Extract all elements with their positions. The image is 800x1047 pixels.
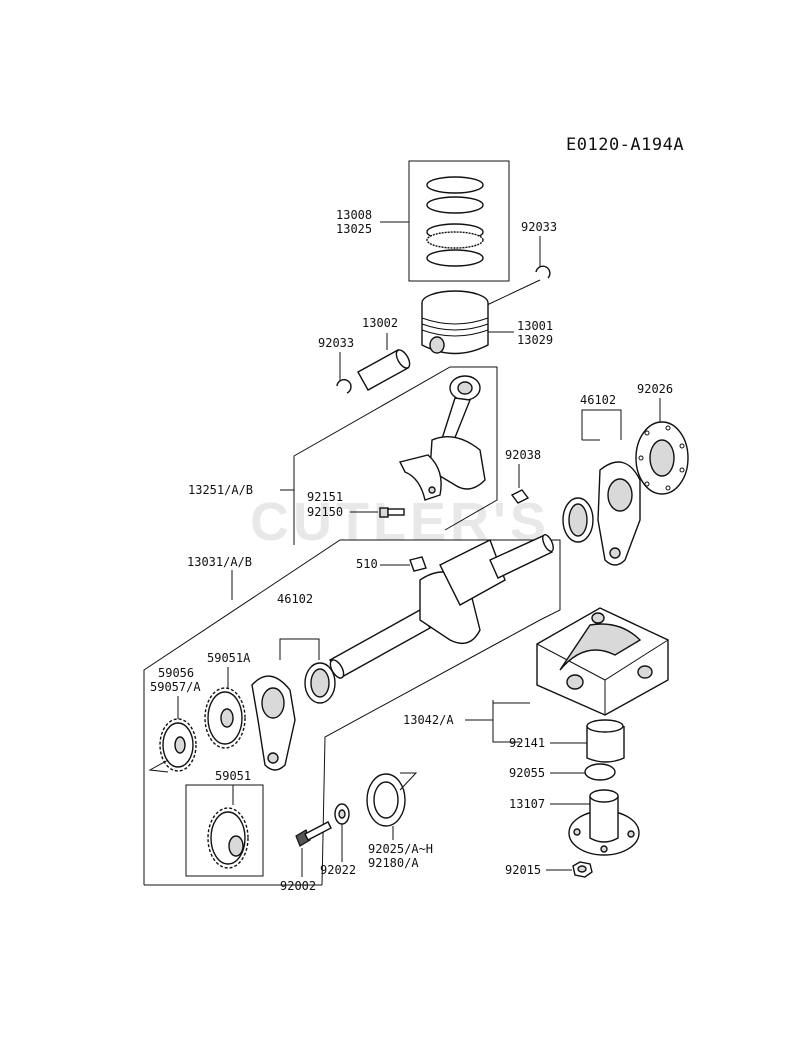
circlip-lower-icon [336, 378, 352, 394]
piston-icon [421, 290, 489, 355]
bushing-92141-icon [586, 719, 625, 763]
connecting-rod-icon [398, 375, 486, 501]
shim-92025-icon [366, 773, 406, 827]
flange-13107-icon [568, 789, 640, 856]
bearing-lower-icon [304, 662, 336, 704]
bolt-92002-icon [295, 821, 332, 847]
gear-59051-box [185, 784, 264, 877]
gear-59057-icon [159, 718, 197, 772]
piston-rings-group: 13008 13025 [336, 160, 510, 282]
diagram-code: E0120-A194A [566, 135, 684, 155]
label-13107: 13107 [509, 797, 545, 811]
label-92033-lower: 92033 [318, 336, 354, 350]
label-92151: 92151 [307, 490, 343, 504]
watermark-text: CUTLER'S [250, 492, 550, 552]
label-13031: 13031/A/B [187, 555, 252, 569]
label-13002: 13002 [362, 316, 398, 330]
label-92141: 92141 [509, 736, 545, 750]
label-46102-lower: 46102 [277, 592, 313, 606]
label-92025: 92025/A~H [368, 842, 433, 856]
label-13029: 13029 [517, 333, 553, 347]
label-13025: 13025 [336, 222, 372, 236]
label-13251: 13251/A/B [188, 483, 253, 497]
label-59056: 59056 [158, 666, 194, 680]
bearing-housing-icon [536, 607, 669, 716]
label-92180: 92180/A [368, 856, 419, 870]
key-510-icon [409, 556, 427, 572]
balancer-weight-upper-icon [597, 461, 641, 566]
connecting-rod-group: 13251/A/B 92151 92150 [188, 366, 498, 545]
label-59051: 59051 [215, 769, 251, 783]
rings-box [408, 160, 510, 282]
gear-59051-icon [207, 807, 249, 869]
label-46102-upper: 46102 [580, 393, 616, 407]
thrust-washer-icon [635, 421, 689, 495]
o-ring-92055-icon [584, 763, 616, 781]
label-59057: 59057/A [150, 680, 201, 694]
crankshaft-icon [329, 533, 554, 679]
label-59051a: 59051A [207, 651, 251, 665]
label-92026: 92026 [637, 382, 673, 396]
piston-rings-icon [426, 176, 484, 267]
label-92002: 92002 [280, 879, 316, 893]
washer-92022-icon [334, 803, 350, 825]
label-510: 510 [356, 557, 378, 571]
label-92150: 92150 [307, 505, 343, 519]
label-92015: 92015 [505, 863, 541, 877]
crankshaft-group: 13031/A/B 510 [143, 533, 561, 886]
label-92022: 92022 [320, 863, 356, 877]
label-13008: 13008 [336, 208, 372, 222]
bearing-upper-icon [562, 497, 594, 543]
label-13001: 13001 [517, 319, 553, 333]
balancer-weight-lower-icon [251, 675, 296, 771]
label-92055: 92055 [509, 766, 545, 780]
piston-pin-icon [357, 349, 411, 391]
circlip-upper-icon [535, 265, 551, 279]
key-92038-icon [510, 489, 530, 504]
rod-bolt-icon [379, 507, 405, 518]
label-92038: 92038 [505, 448, 541, 462]
nut-92015-icon [572, 861, 593, 878]
label-92033-upper: 92033 [521, 220, 557, 234]
gear-59051a-icon [204, 687, 246, 749]
label-13042: 13042/A [403, 713, 454, 727]
